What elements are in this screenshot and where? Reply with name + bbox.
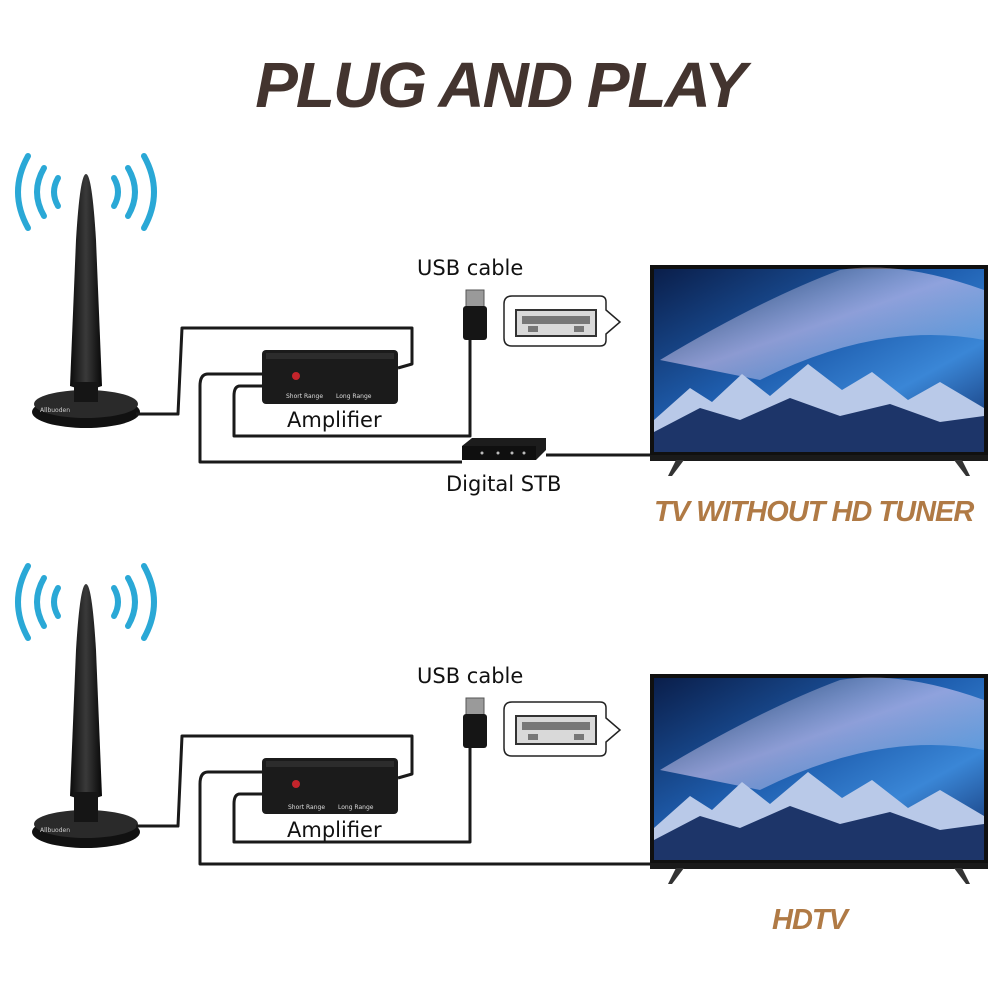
coax-cables bbox=[136, 326, 660, 464]
amplifier-icon bbox=[262, 758, 398, 814]
amp-long-range-label: Long Range bbox=[336, 393, 372, 400]
scene-caption: HDTV bbox=[772, 904, 848, 936]
amp-long-range-label: Long Range bbox=[338, 804, 374, 811]
amp-short-range-label: Short Range bbox=[286, 393, 324, 400]
scene-caption: TV WITHOUT HD TUNER bbox=[654, 496, 974, 528]
signal-waves-icon bbox=[15, 563, 157, 641]
scene-tv-without-hd-tuner: Short Range Long Range Allbuoden USB cab… bbox=[0, 150, 1000, 570]
tv-icon bbox=[650, 265, 988, 476]
connection-diagram bbox=[15, 563, 988, 884]
antenna-brand: Allbuoden bbox=[40, 827, 71, 834]
coax-cables bbox=[136, 734, 660, 866]
antenna-icon bbox=[32, 584, 140, 848]
tv-icon bbox=[650, 674, 988, 884]
amplifier-label: Amplifier bbox=[287, 408, 382, 432]
scene-hdtv: Short Range Long Range Allbuoden USB cab… bbox=[0, 560, 1000, 980]
page-title: PLUG AND PLAY bbox=[255, 49, 747, 121]
usb-cable-label: USB cable bbox=[417, 664, 524, 688]
amp-short-range-label: Short Range bbox=[288, 804, 326, 811]
usb-plug-icon bbox=[463, 289, 487, 340]
digital-stb-label: Digital STB bbox=[446, 472, 562, 496]
antenna-icon bbox=[32, 174, 140, 428]
usb-cable-label: USB cable bbox=[417, 256, 524, 280]
connection-diagram bbox=[15, 153, 988, 476]
usb-plug-icon bbox=[463, 697, 487, 748]
usb-port-icon bbox=[503, 701, 622, 757]
antenna-brand: Allbuoden bbox=[40, 407, 71, 414]
signal-waves-icon bbox=[15, 153, 157, 231]
amplifier-icon bbox=[262, 350, 398, 404]
set-top-box-icon bbox=[462, 438, 546, 460]
amplifier-label: Amplifier bbox=[287, 818, 382, 842]
usb-port-icon bbox=[503, 295, 622, 347]
